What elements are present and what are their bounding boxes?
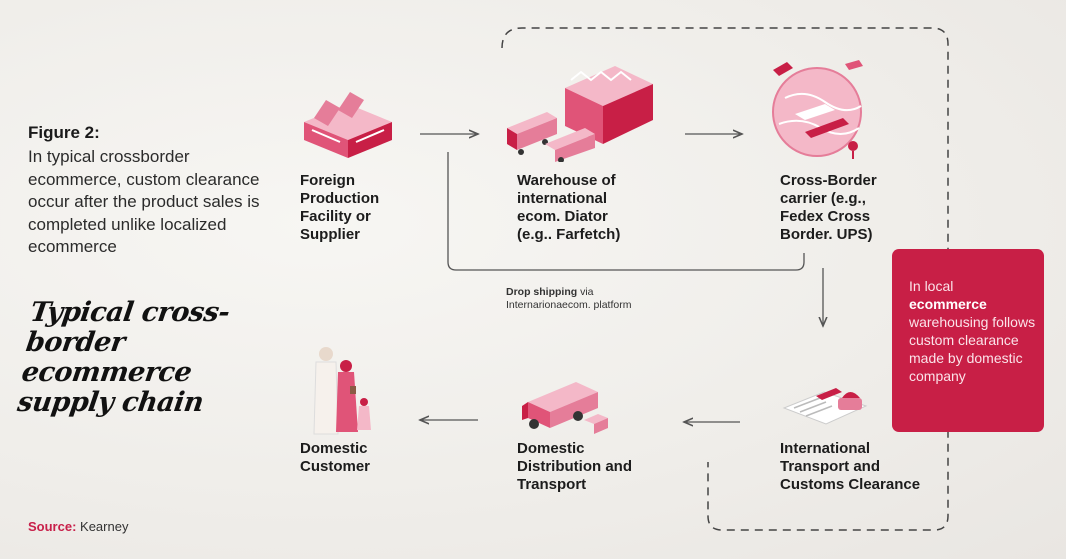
source-line: Source: Kearney [28, 519, 128, 534]
dashed-boundary [501, 27, 949, 531]
callout-bold: ecommerce [909, 296, 987, 312]
factory-icon [304, 92, 392, 158]
customs-document-icon [782, 388, 868, 425]
source-label: Source: [28, 519, 77, 534]
node-distribution-label: Domestic Distribution and Transport [517, 440, 632, 493]
dropship-line2: Internarionaecom. platform [506, 299, 632, 311]
node-supplier-label: Foreign Production Facility or Supplier [300, 172, 380, 243]
dropship-loop [447, 152, 805, 271]
script-title: Typical cross-border ecommerce supply ch… [15, 297, 232, 418]
callout-text: In local ecommerce warehousing follows c… [909, 277, 1039, 385]
dropship-bold: Drop shipping [506, 286, 578, 298]
callout-post: warehousing follows custom clearance mad… [909, 314, 1036, 384]
local-ecommerce-callout: In local ecommerce warehousing follows c… [892, 249, 1044, 432]
warehouse-icon [507, 66, 653, 162]
delivery-van-icon [522, 382, 608, 434]
node-carrier-label: Cross-Border carrier (e.g., Fedex Cross … [780, 172, 877, 243]
dropship-note: Drop shipping via Internarionaecom. plat… [506, 286, 631, 312]
node-warehouse-label: Warehouse of international ecom. Diator … [517, 172, 621, 243]
figure-title: Figure 2: [28, 123, 100, 142]
dropship-rest: via [577, 286, 594, 298]
figure-caption: In typical crossborder ecommerce, custom… [28, 147, 260, 256]
callout-pre: In local [909, 278, 954, 294]
node-customer-label: Domestic Customer [300, 440, 371, 475]
node-customs-label: International Transport and Customs Clea… [780, 440, 921, 493]
source-value: Kearney [80, 519, 129, 534]
globe-carrier-icon [772, 60, 863, 159]
family-customer-icon [313, 347, 371, 435]
